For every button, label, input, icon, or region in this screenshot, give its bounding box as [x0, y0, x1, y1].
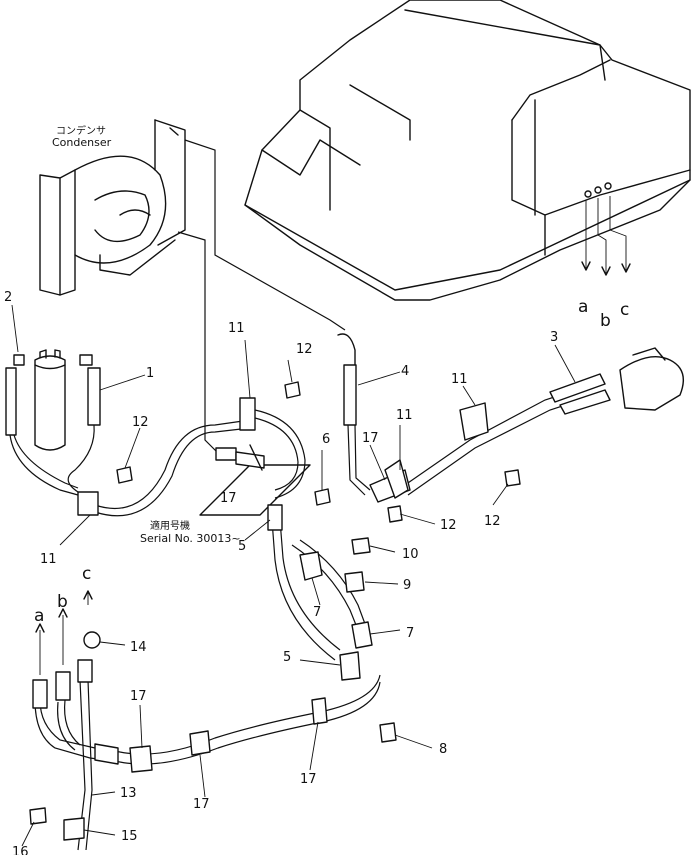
serial-label-jp: 適用号機 [150, 521, 190, 532]
leader-lines [11, 304, 576, 847]
connection-a-top: a [578, 297, 589, 317]
callout-5b: 5 [283, 650, 292, 665]
callout-13: 13 [120, 786, 137, 801]
callout-2: 2 [4, 290, 13, 305]
callout-11a: 11 [228, 321, 245, 336]
serial-callout-box [199, 444, 311, 516]
left-hose [77, 397, 306, 517]
callout-11d: 11 [40, 552, 57, 567]
callout-17c: 17 [130, 689, 147, 704]
bolts [83, 381, 521, 743]
callout-14: 14 [130, 640, 147, 655]
bottom-hose [29, 659, 381, 851]
connection-a-bottom: a [34, 606, 45, 626]
callout-16: 16 [12, 845, 29, 855]
condenser-unit [39, 119, 186, 296]
machine-body [244, 0, 691, 301]
callout-17e: 17 [300, 772, 317, 787]
callout-17d: 17 [193, 797, 210, 812]
center-hose [267, 504, 373, 681]
callout-1: 1 [146, 366, 155, 381]
callout-5a: 5 [238, 539, 247, 554]
callout-12b: 12 [132, 415, 149, 430]
callout-17b: 17 [362, 431, 379, 446]
callout-3: 3 [550, 330, 559, 345]
callout-11c: 11 [451, 372, 468, 387]
callout-6: 6 [322, 432, 331, 447]
serial-label: Serial No. 30013~ [140, 532, 241, 545]
callout-17a: 17 [220, 491, 237, 506]
receiver-drier [5, 349, 101, 496]
callout-7b: 7 [406, 626, 415, 641]
connection-b-bottom: b [57, 592, 68, 612]
callout-7a: 7 [313, 605, 322, 620]
callout-10: 10 [402, 547, 419, 562]
condenser-label: Condenser [52, 136, 112, 149]
callout-4: 4 [401, 364, 410, 379]
callout-11b: 11 [396, 408, 413, 423]
main-lines [177, 139, 371, 496]
callout-12c: 12 [440, 518, 457, 533]
callout-12a: 12 [296, 342, 313, 357]
callout-9: 9 [403, 578, 412, 593]
connection-b-top: b [600, 311, 611, 331]
connection-leads-top [581, 196, 631, 276]
callout-15: 15 [121, 829, 138, 844]
compressor-hoses [369, 347, 684, 503]
connection-c-bottom: c [82, 564, 92, 584]
callout-12d: 12 [484, 514, 501, 529]
condenser-label-jp: コンデンサ [56, 126, 106, 137]
callout-8: 8 [439, 742, 448, 757]
connection-c-top: c [620, 300, 630, 320]
